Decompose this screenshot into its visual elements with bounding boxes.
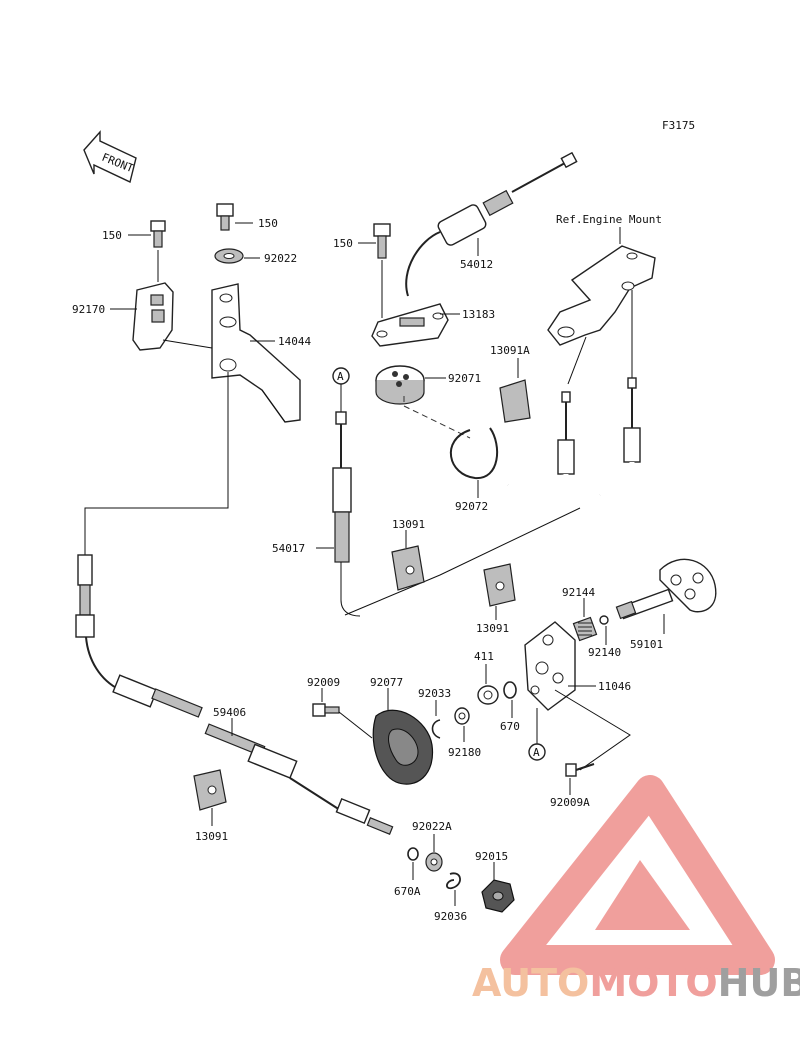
reference-note: Ref.Engine Mount — [556, 213, 662, 226]
label-92077: 92077 — [370, 676, 403, 689]
figure-code: F3175 — [662, 119, 695, 132]
front-arrow-icon: FRONT — [83, 130, 137, 183]
cover-92077 — [372, 709, 434, 785]
label-11046: 11046 — [598, 680, 631, 693]
clip-92033 — [431, 719, 441, 739]
grommet-13091-mid — [391, 545, 425, 591]
ball-92140 — [599, 615, 609, 625]
label-92033: 92033 — [418, 687, 451, 700]
nut-92015 — [481, 879, 515, 913]
label-92071: 92071 — [448, 372, 481, 385]
label-92009: 92009 — [307, 676, 340, 689]
spring-92144 — [572, 616, 598, 642]
grommet-13091-low — [193, 769, 227, 811]
grommet-92071 — [375, 365, 425, 405]
callout-a-bottom — [528, 743, 546, 761]
bolt-150-left — [150, 220, 166, 248]
label-14044: 14044 — [278, 335, 311, 348]
clip-92072 — [450, 427, 498, 480]
label-59101: 59101 — [630, 638, 663, 651]
label-54017: 54017 — [272, 542, 305, 555]
label-92036: 92036 — [434, 910, 467, 923]
label-670: 670 — [500, 720, 520, 733]
label-92022: 92022 — [264, 252, 297, 265]
label-59406: 59406 — [213, 706, 246, 719]
bracket-14044 — [211, 283, 301, 423]
label-92180: 92180 — [448, 746, 481, 759]
oring-670A — [407, 847, 419, 861]
label-150-top: 150 — [258, 217, 278, 230]
plate-11046 — [524, 621, 576, 711]
label-411: 411 — [474, 650, 494, 663]
label-13091-low: 13091 — [195, 830, 228, 843]
screw-92009 — [312, 703, 340, 717]
plate-13183 — [371, 303, 449, 347]
bolt-150-mid — [373, 223, 391, 259]
watermark-auto: AUTOMOTOHUB — [472, 961, 800, 1005]
grommet-13091A — [499, 379, 531, 423]
label-13091A: 13091A — [490, 344, 530, 357]
label-13091-mid: 13091 — [392, 518, 425, 531]
screw-92009A — [565, 763, 595, 777]
oring-670 — [503, 681, 517, 699]
clamp-92170 — [132, 282, 174, 351]
lever-59101 — [615, 558, 717, 620]
callout-a-bottom-label: A — [533, 746, 540, 759]
label-92170: 92170 — [72, 303, 105, 316]
label-92015: 92015 — [475, 850, 508, 863]
grommet-13091-right — [483, 563, 516, 607]
label-150-left: 150 — [102, 229, 122, 242]
cable-59406 — [75, 554, 394, 835]
label-13091-right: 13091 — [476, 622, 509, 635]
label-13183: 13183 — [462, 308, 495, 321]
label-92140: 92140 — [588, 646, 621, 659]
cable-fittings-right — [506, 377, 641, 500]
engine-mount-bracket — [547, 245, 656, 346]
label-92072: 92072 — [455, 500, 488, 513]
washer-92036 — [446, 872, 461, 890]
label-670A: 670A — [394, 885, 421, 898]
label-92009A: 92009A — [550, 796, 590, 809]
watermark-logo: AUTOMOTOHUB — [472, 775, 800, 1005]
label-150-mid: 150 — [333, 237, 353, 250]
cable-54012 — [405, 151, 578, 297]
callout-a-top-label: A — [337, 370, 344, 383]
label-92144: 92144 — [562, 586, 595, 599]
label-54012: 54012 — [460, 258, 493, 271]
cable-54017 — [332, 411, 352, 563]
bolt-150-top — [216, 203, 234, 231]
label-92022A: 92022A — [412, 820, 452, 833]
